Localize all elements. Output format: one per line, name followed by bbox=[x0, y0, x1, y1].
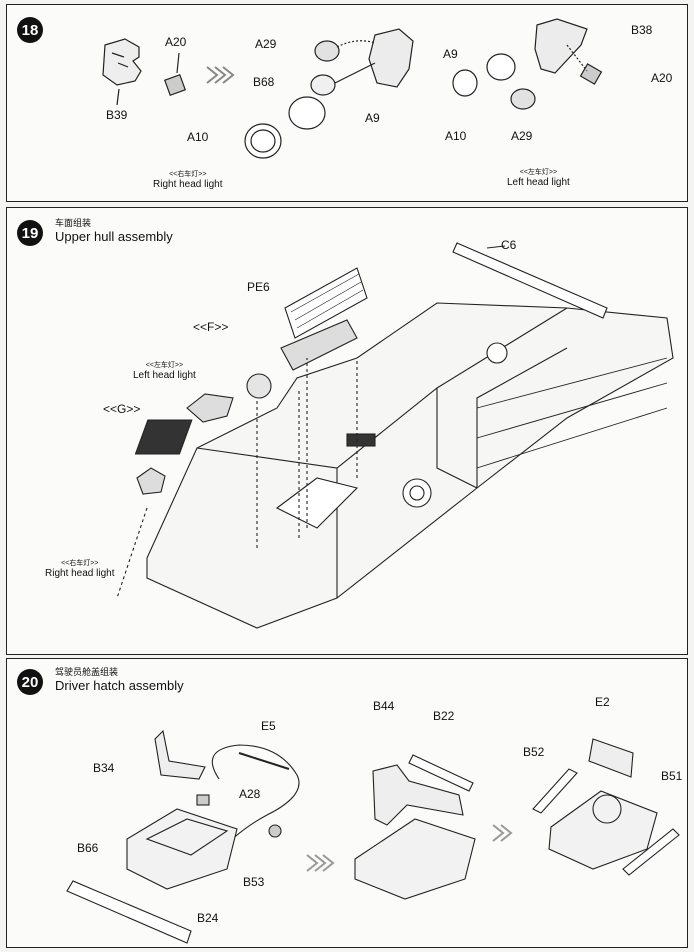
part-a9-left bbox=[486, 53, 516, 81]
part-g bbox=[186, 393, 234, 423]
label-b68: B68 bbox=[253, 75, 275, 89]
step-19-panel: 19 车面组装 Upper hull assembly bbox=[6, 207, 688, 655]
part-a10-left bbox=[452, 69, 478, 97]
part-b53 bbox=[126, 808, 238, 890]
step-20-panel: 20 驾驶员舱盖组装 Driver hatch assembly bbox=[6, 658, 688, 948]
part-b39 bbox=[102, 38, 142, 86]
driver-hatch-diagram bbox=[66, 729, 680, 944]
step-number-badge: 19 bbox=[17, 220, 43, 246]
label-b38: B38 bbox=[631, 23, 653, 37]
part-b24 bbox=[66, 880, 192, 944]
label-pe6: PE6 bbox=[247, 280, 270, 294]
label-g: <<G>> bbox=[103, 402, 141, 416]
caption-left-head-light-19: <<左车灯>> Left head light bbox=[133, 362, 196, 381]
part-left-head-light bbox=[246, 373, 272, 399]
part-b22 bbox=[408, 754, 474, 792]
label-b52: B52 bbox=[523, 745, 545, 759]
part-a20 bbox=[163, 73, 187, 97]
label-b51: B51 bbox=[661, 769, 683, 783]
caption-right-head-light-19: <<右车灯>> Right head light bbox=[45, 560, 115, 579]
label-e2: E2 bbox=[595, 695, 610, 709]
step-number-badge: 20 bbox=[17, 669, 43, 695]
step-title-en: Upper hull assembly bbox=[55, 229, 173, 244]
label-a20-left: A20 bbox=[651, 71, 673, 85]
label-b24: B24 bbox=[197, 911, 219, 925]
part-e2 bbox=[588, 738, 634, 778]
label-b39: B39 bbox=[106, 108, 128, 122]
label-b53: B53 bbox=[243, 875, 265, 889]
part-b68 bbox=[310, 74, 336, 96]
part-f bbox=[280, 319, 358, 371]
part-a29 bbox=[314, 40, 340, 62]
caption-left-head-light: <<左车灯>> Left head light bbox=[507, 169, 570, 188]
label-a9: A9 bbox=[365, 111, 380, 125]
step-title-en: Driver hatch assembly bbox=[55, 678, 184, 693]
label-b66: B66 bbox=[77, 841, 99, 855]
step-18-diagram bbox=[102, 18, 603, 159]
label-c6: C6 bbox=[501, 238, 517, 252]
label-a20: A20 bbox=[165, 35, 187, 49]
part-b44 bbox=[372, 764, 464, 826]
part-b34 bbox=[154, 729, 206, 780]
caption-right-head-light: <<右车灯>> Right head light bbox=[153, 171, 223, 190]
step-18-panel: 18 A2 bbox=[6, 4, 688, 202]
part-b38 bbox=[534, 18, 588, 74]
part-b52 bbox=[532, 768, 578, 814]
label-a28: A28 bbox=[239, 787, 261, 801]
upper-hull bbox=[146, 302, 674, 629]
step-title-cn: 驾驶员舱盖组装 bbox=[55, 667, 119, 677]
hull-diagram bbox=[116, 242, 674, 629]
hatch-base-middle bbox=[354, 818, 476, 900]
label-a29: A29 bbox=[255, 37, 277, 51]
part-b51 bbox=[622, 828, 680, 876]
label-b22: B22 bbox=[433, 709, 455, 723]
part-right-head-light bbox=[136, 467, 166, 495]
label-a29-left: A29 bbox=[511, 129, 533, 143]
label-a10: A10 bbox=[187, 130, 209, 144]
part-a20-left bbox=[579, 63, 603, 85]
part-c6 bbox=[452, 242, 608, 319]
part-bracket-right bbox=[368, 28, 414, 88]
part-a29-left bbox=[510, 88, 536, 110]
label-a10-left: A10 bbox=[445, 129, 467, 143]
label-b44: B44 bbox=[373, 699, 395, 713]
label-f: <<F>> bbox=[193, 320, 229, 334]
step-number-badge: 18 bbox=[17, 17, 43, 43]
part-a28 bbox=[196, 794, 210, 806]
part-a9 bbox=[288, 96, 326, 130]
part-e5-wire bbox=[211, 744, 300, 856]
hatch-base-right bbox=[548, 790, 658, 870]
label-e5: E5 bbox=[261, 719, 276, 733]
part-pe6 bbox=[284, 267, 368, 339]
label-a9-left: A9 bbox=[443, 47, 458, 61]
step-title-cn: 车面组装 bbox=[55, 218, 92, 228]
label-b34: B34 bbox=[93, 761, 115, 775]
part-a10 bbox=[244, 123, 282, 159]
